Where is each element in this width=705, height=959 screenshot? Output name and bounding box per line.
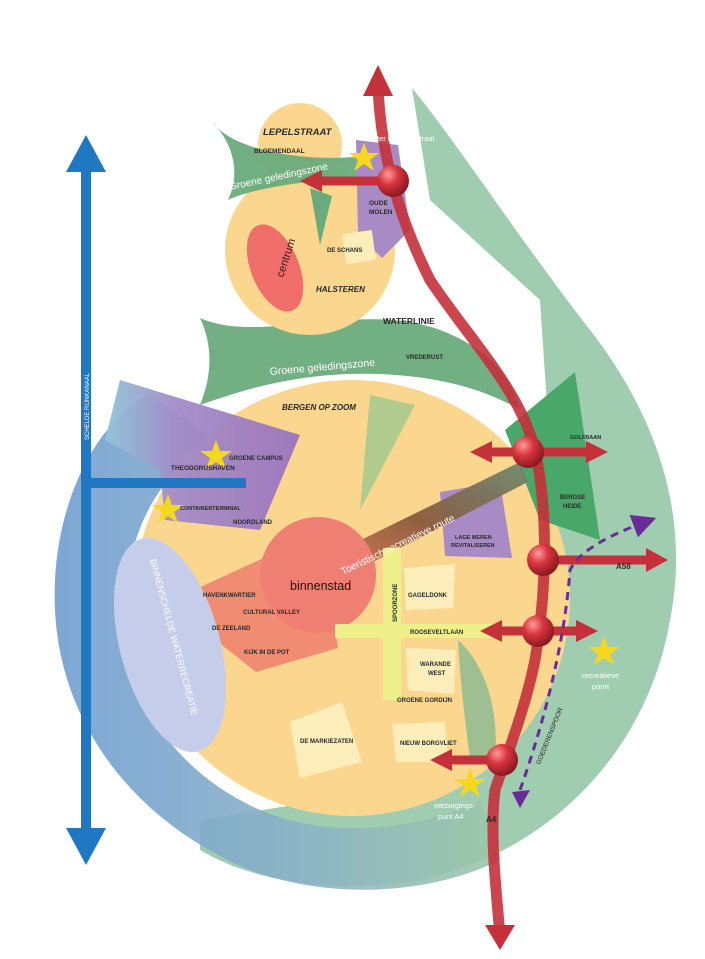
green-wedge-south: [458, 640, 496, 760]
de-schans-zone: [342, 230, 376, 264]
goederenspoor-south-arrow-icon: [512, 790, 530, 808]
connector-golfbaan-left-arrow-icon: [470, 441, 492, 463]
label-bloemendaal: BLOEMENDAAL: [254, 148, 305, 155]
label-groene-campus: GROENE CAMPUS: [229, 456, 283, 462]
connector-golfbaan-right-arrow-icon: [586, 441, 608, 463]
canal-branch: [86, 478, 246, 488]
label-gageldonk: GAGELDONK: [408, 593, 448, 599]
label-binnenstad: binnenstad: [290, 579, 351, 593]
label-groene-gordijn: GROENE GORDIJN: [397, 698, 452, 704]
binnenstad-circle: [260, 517, 376, 633]
label-bergen-op-zoom: BERGEN OP ZOOM: [282, 403, 356, 412]
a4-arrow-south-icon: [485, 925, 515, 950]
nieuw-borgvliet-zone: [392, 722, 448, 762]
label-recreatieve-poort-2: poort: [592, 682, 610, 691]
label-noordland: NOORDLAND: [233, 520, 273, 526]
a4-road: [372, 89, 550, 936]
label-bergse-heide-1: BERGSE: [560, 495, 585, 501]
star-recreatieve-poort-icon: [588, 636, 620, 665]
groene-geledingszone-middle: [200, 318, 520, 410]
label-a58: A58: [616, 562, 631, 571]
connector-a58-arrow-icon: [646, 548, 668, 572]
label-waterlinie: WATERLINIE: [383, 316, 435, 326]
label-lepelstraat: LEPELSTRAAT: [263, 127, 333, 138]
blue-ring-zone: [54, 395, 500, 890]
node-rooseveltlaan: [522, 615, 554, 647]
label-havenkwartier: HAVENKWARTIER: [203, 593, 256, 599]
star-containerterminal-icon: [152, 494, 184, 523]
label-warande-west-2: WEST: [428, 671, 446, 677]
label-bergse-heide-2: HEIDE: [563, 504, 581, 510]
star-verzorgingspunt-icon: [454, 768, 486, 797]
label-oude-molen-2: MOLEN: [369, 209, 393, 216]
label-rooseveltlaan: ROOSEVELTLAAN: [410, 630, 463, 636]
label-theodorushaven: THEODORUSHAVEN: [171, 465, 235, 472]
connector-rooseveltlaan-left-arrow-icon: [480, 620, 502, 642]
node-golfbaan: [512, 436, 544, 468]
canal-arrow-north-icon: [66, 135, 106, 172]
a4-arrow-north-icon: [363, 65, 393, 96]
label-de-zeeland: DE ZEELAND: [212, 626, 251, 632]
node-a4-south: [486, 744, 518, 776]
label-cultural-valley: CULTURAL VALLEY: [243, 610, 300, 616]
node-lepelstraat: [377, 165, 409, 197]
label-verzorgingspunt-2: punt A4: [438, 812, 463, 821]
gageldonk-zone: [404, 564, 455, 610]
binnenschelde-zone: [113, 537, 227, 753]
green-wedge-city: [360, 395, 415, 510]
warande-west-zone: [406, 648, 456, 694]
label-halsteren: HALSTEREN: [316, 285, 365, 294]
label-vrederust: VREDERUST: [406, 355, 443, 361]
label-ster-lepelstraat: Ster bij Lepelstraat: [372, 134, 435, 143]
groene-geledingszone-top: [212, 122, 400, 200]
label-containerterminal: CONTAINERTERMINAL: [180, 506, 241, 512]
toeristisch-route-band: [320, 462, 528, 584]
centrum-halsteren: [246, 224, 304, 312]
label-schelde-rijnkanaal: SCHELDE RIJNKANAAL: [85, 372, 91, 440]
de-markiezaten-zone: [290, 702, 362, 778]
label-a4: A4: [486, 815, 497, 824]
green-drop-zone: [200, 88, 677, 886]
label-de-schans: DE SCHANS: [327, 248, 362, 254]
label-warande-west-1: WARANDE: [420, 662, 451, 668]
label-de-markiezaten: DE MARKIEZATEN: [300, 739, 353, 745]
label-kijk-in-de-pot: KIJK IN DE POT: [244, 650, 290, 656]
label-recreatieve-poort-1: recreatieve: [582, 671, 619, 680]
canal-arrow-south-icon: [66, 828, 106, 865]
goederenspoor-line: [518, 514, 657, 791]
node-a58: [527, 544, 559, 576]
label-verzorgingspunt-1: verzorgings-: [434, 801, 476, 810]
label-nieuw-borgvliet: NIEUW BORGVLIET: [400, 741, 457, 747]
label-oude-molen-1: OUDE: [369, 200, 388, 207]
theodorushaven-zone: [105, 380, 300, 530]
connector-rooseveltlaan-right-arrow-icon: [576, 620, 598, 642]
connector-lepelstraat-arrow-icon: [300, 170, 322, 192]
green-wedge-north: [310, 188, 332, 245]
star-groene-campus-icon: [200, 440, 232, 469]
rooseveltlaan-band: [335, 624, 495, 638]
label-golfbaan: GOLFBAAN: [570, 435, 601, 441]
connector-a4-south-arrow-icon: [430, 749, 452, 771]
label-lage-meren-1: LAGE MEREN: [455, 535, 492, 541]
star-lepelstraat-icon: [349, 143, 379, 171]
label-lage-meren-2: REVITALISEREN: [451, 543, 495, 549]
label-spoorzone: SPOORZONE: [393, 584, 399, 622]
